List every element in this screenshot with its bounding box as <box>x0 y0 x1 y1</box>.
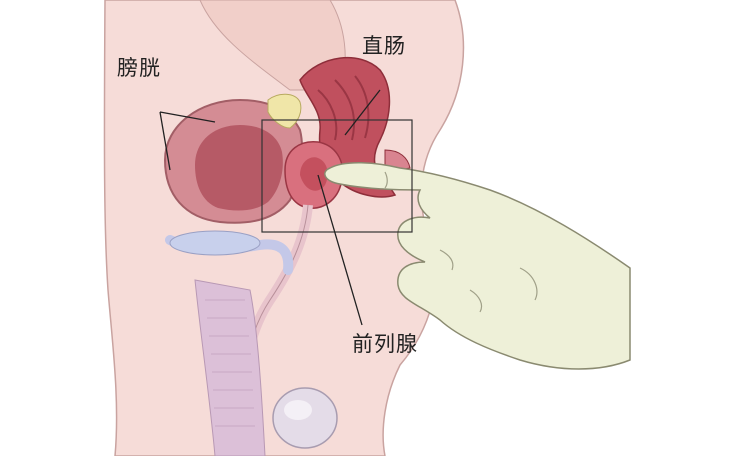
penile-shaft <box>194 279 266 456</box>
prostate-label: 前列腺 <box>352 332 418 356</box>
shaft-texture <box>205 299 255 427</box>
bladder-leader-line <box>159 111 216 171</box>
focus-box <box>261 119 413 233</box>
rectum-leader-line <box>344 89 381 136</box>
rectum-label: 直肠 <box>362 34 406 58</box>
prostate-leader-line <box>317 174 363 326</box>
bladder-cavity <box>195 125 283 211</box>
rectum-folds <box>317 75 370 141</box>
bladder-label: 膀胱 <box>117 56 161 80</box>
glove-knuckle-lines <box>384 171 538 313</box>
testicle-highlight <box>284 400 312 420</box>
pubic-bone <box>169 230 261 256</box>
gloved-hand <box>324 161 631 370</box>
sacrum-region <box>199 0 346 91</box>
